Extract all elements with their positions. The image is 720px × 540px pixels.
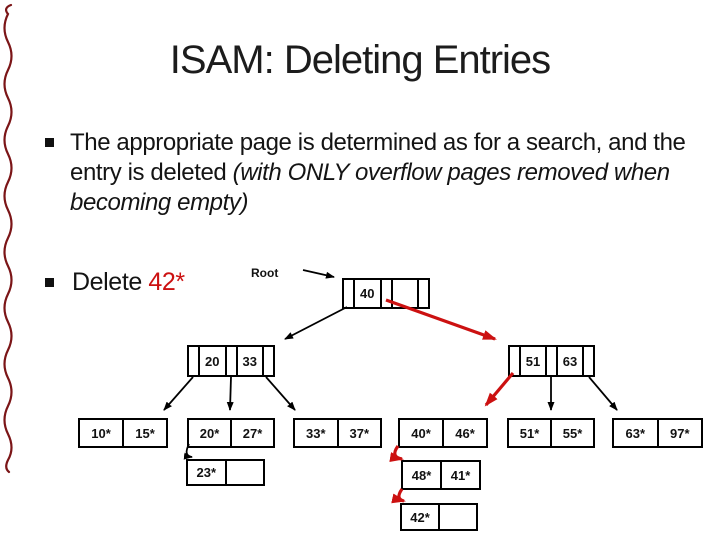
data-entry: 40*	[400, 420, 444, 446]
pointer-cell	[382, 280, 393, 307]
key-cell	[393, 280, 419, 307]
right-node-ptr2-arrow-icon	[588, 376, 618, 411]
bullet-search-text: The appropriate page is determined as fo…	[70, 128, 720, 218]
data-entry: 46*	[455, 425, 475, 441]
pointer-cell	[510, 347, 521, 375]
bullet-delete-text: Delete 42*	[72, 268, 185, 297]
key-cell: 63	[558, 347, 584, 375]
root-node: 40	[342, 278, 430, 309]
inner-node-right: 51 63	[508, 345, 595, 377]
leaf-page-40-46: 40* 46*	[398, 418, 488, 448]
data-entry: 23*	[188, 461, 227, 484]
data-entry: 20*	[189, 420, 232, 446]
leaf-page-63-97: 63* 97*	[612, 418, 703, 448]
data-entry: 37*	[349, 425, 370, 441]
overflow-page-42: 42*	[400, 503, 478, 531]
key-cell: 40	[355, 280, 382, 307]
data-entry	[227, 461, 264, 484]
pointer-cell	[227, 347, 238, 375]
data-entry: 10*	[80, 420, 124, 446]
data-entry: 48*	[403, 462, 442, 488]
pointer-cell	[419, 280, 428, 307]
bullet1-line3-italic: becoming empty)	[70, 189, 249, 216]
pointer-cell	[344, 280, 355, 307]
key-cell: 33	[238, 347, 264, 375]
bullet1-line1: The appropriate page is determined as fo…	[70, 129, 686, 156]
data-entry	[440, 505, 476, 529]
key-cell: 20	[200, 347, 227, 375]
overflow-page-48-41: 48* 41*	[401, 460, 481, 490]
red-right-to-leaf40-arrow-icon	[484, 371, 515, 407]
pointer-cell	[264, 347, 273, 375]
data-entry: 41*	[450, 467, 471, 483]
red-overflow48-to-overflow42-arrow-icon	[391, 488, 406, 504]
root-label: Root	[251, 266, 279, 280]
pointer-cell	[584, 347, 593, 375]
bullet-square-icon	[45, 138, 54, 147]
leaf-page-33-37: 33* 37*	[293, 418, 382, 448]
delete-label: Delete	[72, 268, 149, 296]
left-node-ptr1-arrow-icon	[226, 376, 234, 411]
root-to-left-arrow-icon	[284, 306, 348, 340]
overflow-page-23: 23*	[186, 459, 265, 486]
bullet1-line2-italic: (with ONLY overflow pages removed when	[232, 159, 670, 186]
bullet-square-icon	[45, 278, 54, 287]
left-node-ptr2-arrow-icon	[265, 376, 296, 411]
pointer-cell	[547, 347, 558, 375]
inner-node-left: 20 33	[187, 345, 275, 377]
left-node-ptr0-arrow-icon	[163, 376, 194, 411]
data-entry: 33*	[295, 420, 339, 446]
data-entry: 27*	[242, 425, 263, 441]
data-entry: 15*	[135, 425, 155, 441]
leaf-page-20-27: 20* 27*	[187, 418, 275, 448]
data-entry: 97*	[669, 425, 690, 441]
pointer-cell	[189, 347, 200, 375]
delete-key-highlight: 42*	[148, 268, 185, 296]
data-entry: 55*	[562, 425, 583, 441]
data-entry: 42*	[402, 505, 440, 529]
bullet1-line2: entry is deleted	[70, 159, 233, 186]
slide-title: ISAM: Deleting Entries	[169, 38, 551, 82]
leaf-page-10-15: 10* 15*	[78, 418, 168, 448]
root-label-arrow-icon	[302, 269, 335, 279]
leaf-page-51-55: 51* 55*	[507, 418, 595, 448]
data-entry: 63*	[614, 420, 659, 446]
data-entry: 51*	[509, 420, 552, 446]
key-cell: 51	[521, 347, 547, 375]
